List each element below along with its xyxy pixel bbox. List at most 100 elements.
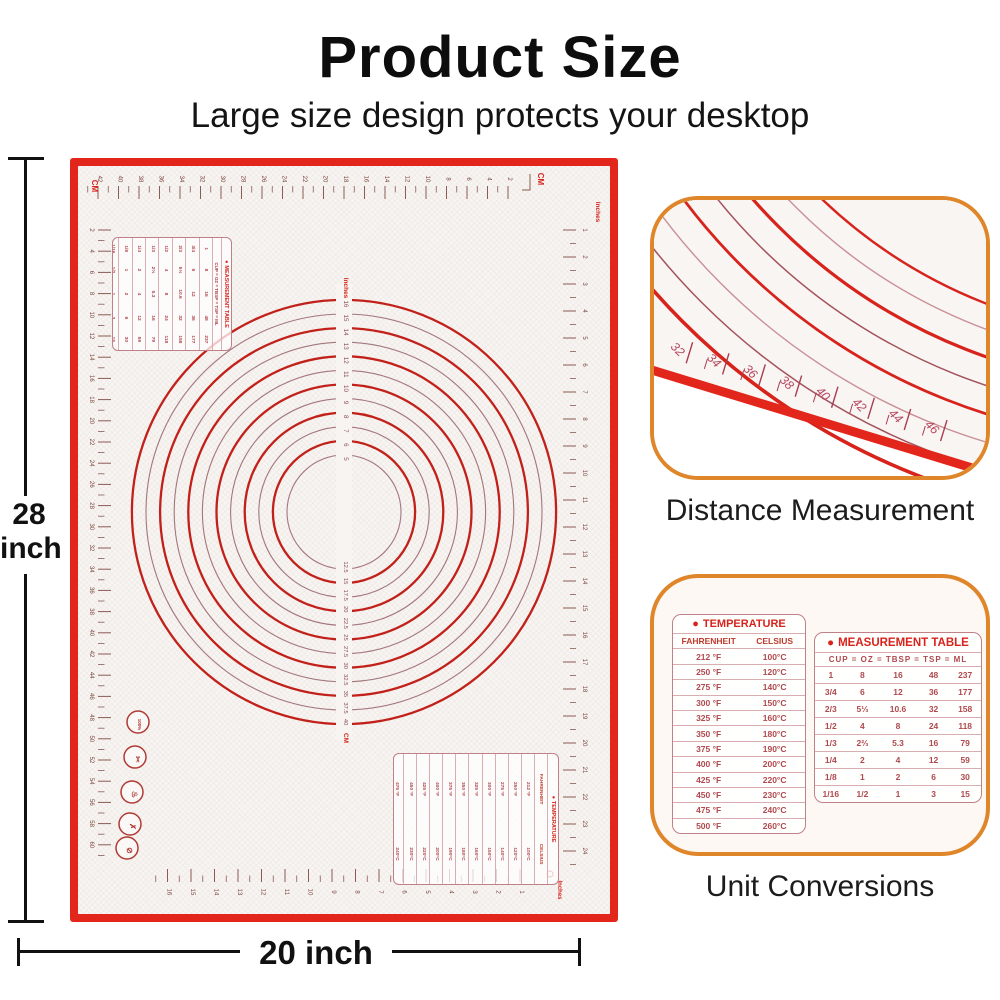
- table-cell: 32: [176, 315, 182, 321]
- table-cell: 177: [958, 687, 973, 697]
- table-cell: 1/16: [112, 243, 115, 254]
- table-cell: 160°C: [472, 847, 478, 861]
- label: 30: [88, 523, 94, 530]
- table-cell: 240°C: [394, 847, 400, 861]
- width-label: 20 inch: [259, 934, 373, 971]
- table-cell: 100°C: [525, 847, 531, 861]
- table-cell: 16: [928, 738, 939, 748]
- label: 23: [581, 821, 587, 828]
- table-cell: 48: [928, 670, 939, 680]
- table-cell: 180°C: [459, 847, 465, 861]
- table-cell: 425 °F: [696, 774, 722, 785]
- tick: [703, 359, 708, 369]
- label: 14: [383, 176, 389, 183]
- label: 9: [330, 890, 336, 894]
- table-cell: 24: [163, 315, 169, 321]
- label: 4: [88, 250, 94, 254]
- label: 12: [260, 889, 266, 896]
- column-header: CELSIUS: [538, 843, 544, 865]
- dimension-line: [18, 950, 240, 953]
- table-cell: 237: [958, 670, 973, 680]
- badge-100-percent-glyph: 100%: [137, 719, 142, 731]
- label: 8: [354, 890, 360, 894]
- table-cell: 350 °F: [459, 782, 465, 797]
- temperature-row: 475 °F 240°C: [393, 754, 404, 884]
- dimension-line: [392, 950, 580, 953]
- temperature-row: 450 °F 230°C: [403, 754, 418, 884]
- table-cell: 475 °F: [394, 782, 400, 797]
- table-cell: 36: [928, 687, 939, 697]
- table-cell: 120°C: [512, 847, 518, 861]
- table-cell: 220°C: [420, 847, 426, 861]
- table-cell: 200°C: [762, 759, 787, 770]
- table-cell: 3: [931, 789, 936, 799]
- table-cell: 158: [958, 704, 973, 714]
- ring-cm-label: 32.5: [342, 674, 348, 685]
- table-cell: 260°C: [762, 820, 787, 831]
- label: 1: [581, 228, 587, 232]
- label: 46: [88, 693, 94, 700]
- label: 24: [281, 176, 287, 183]
- measurement-table-title: ●MEASUREMENT TABLE: [222, 238, 231, 350]
- cm-corner-label: CM: [536, 173, 545, 186]
- table-cell: 2: [122, 292, 128, 296]
- label: 6: [401, 890, 407, 894]
- label: 10: [88, 311, 94, 318]
- label: 60: [88, 841, 94, 848]
- label: 56: [88, 799, 94, 806]
- table-cell: 1/8: [122, 245, 128, 252]
- mat-surface: [654, 200, 986, 476]
- label: 30: [219, 176, 225, 183]
- table-cell: 12: [893, 687, 903, 697]
- table-cell: 230°C: [407, 847, 413, 861]
- ring-cm-label: 20: [342, 606, 348, 612]
- table-cell: 5.3: [892, 738, 904, 748]
- table-cell: 10.6: [176, 289, 182, 299]
- table-cell: 140°C: [762, 682, 787, 693]
- mat-edge: [654, 292, 986, 476]
- tick: [794, 375, 803, 397]
- table-cell: 237: [203, 335, 209, 344]
- table-cell: 200°C: [433, 847, 439, 861]
- table-cell: 300 °F: [486, 782, 492, 797]
- table-cell: 3/4: [189, 245, 195, 252]
- table-cell: 400 °F: [696, 759, 722, 770]
- ring-cm-label: 17.5: [342, 590, 348, 601]
- unit-conversions-caption: Unit Conversions: [705, 870, 935, 903]
- label: 16: [166, 889, 172, 896]
- table-cell: 8: [203, 268, 209, 272]
- label: 24: [88, 460, 94, 467]
- label: 40: [88, 629, 94, 636]
- rings-cm-caption: CM: [342, 733, 349, 743]
- label: 4: [486, 177, 492, 181]
- label: 24: [581, 848, 587, 855]
- table-cell: 4: [860, 721, 865, 731]
- table-cell: 1: [112, 281, 115, 308]
- label: 18: [581, 686, 587, 693]
- bullet-icon: ●: [827, 636, 835, 649]
- ring-cm-label: 12.5: [342, 561, 348, 572]
- table-cell: 1/4: [824, 755, 837, 765]
- table-cell: 1: [895, 789, 901, 799]
- table-cell: 450 °F: [407, 782, 413, 797]
- label: 7: [581, 390, 587, 394]
- label: 42: [96, 176, 102, 183]
- table-cell: 2/3: [176, 245, 182, 252]
- label: 28: [88, 502, 94, 509]
